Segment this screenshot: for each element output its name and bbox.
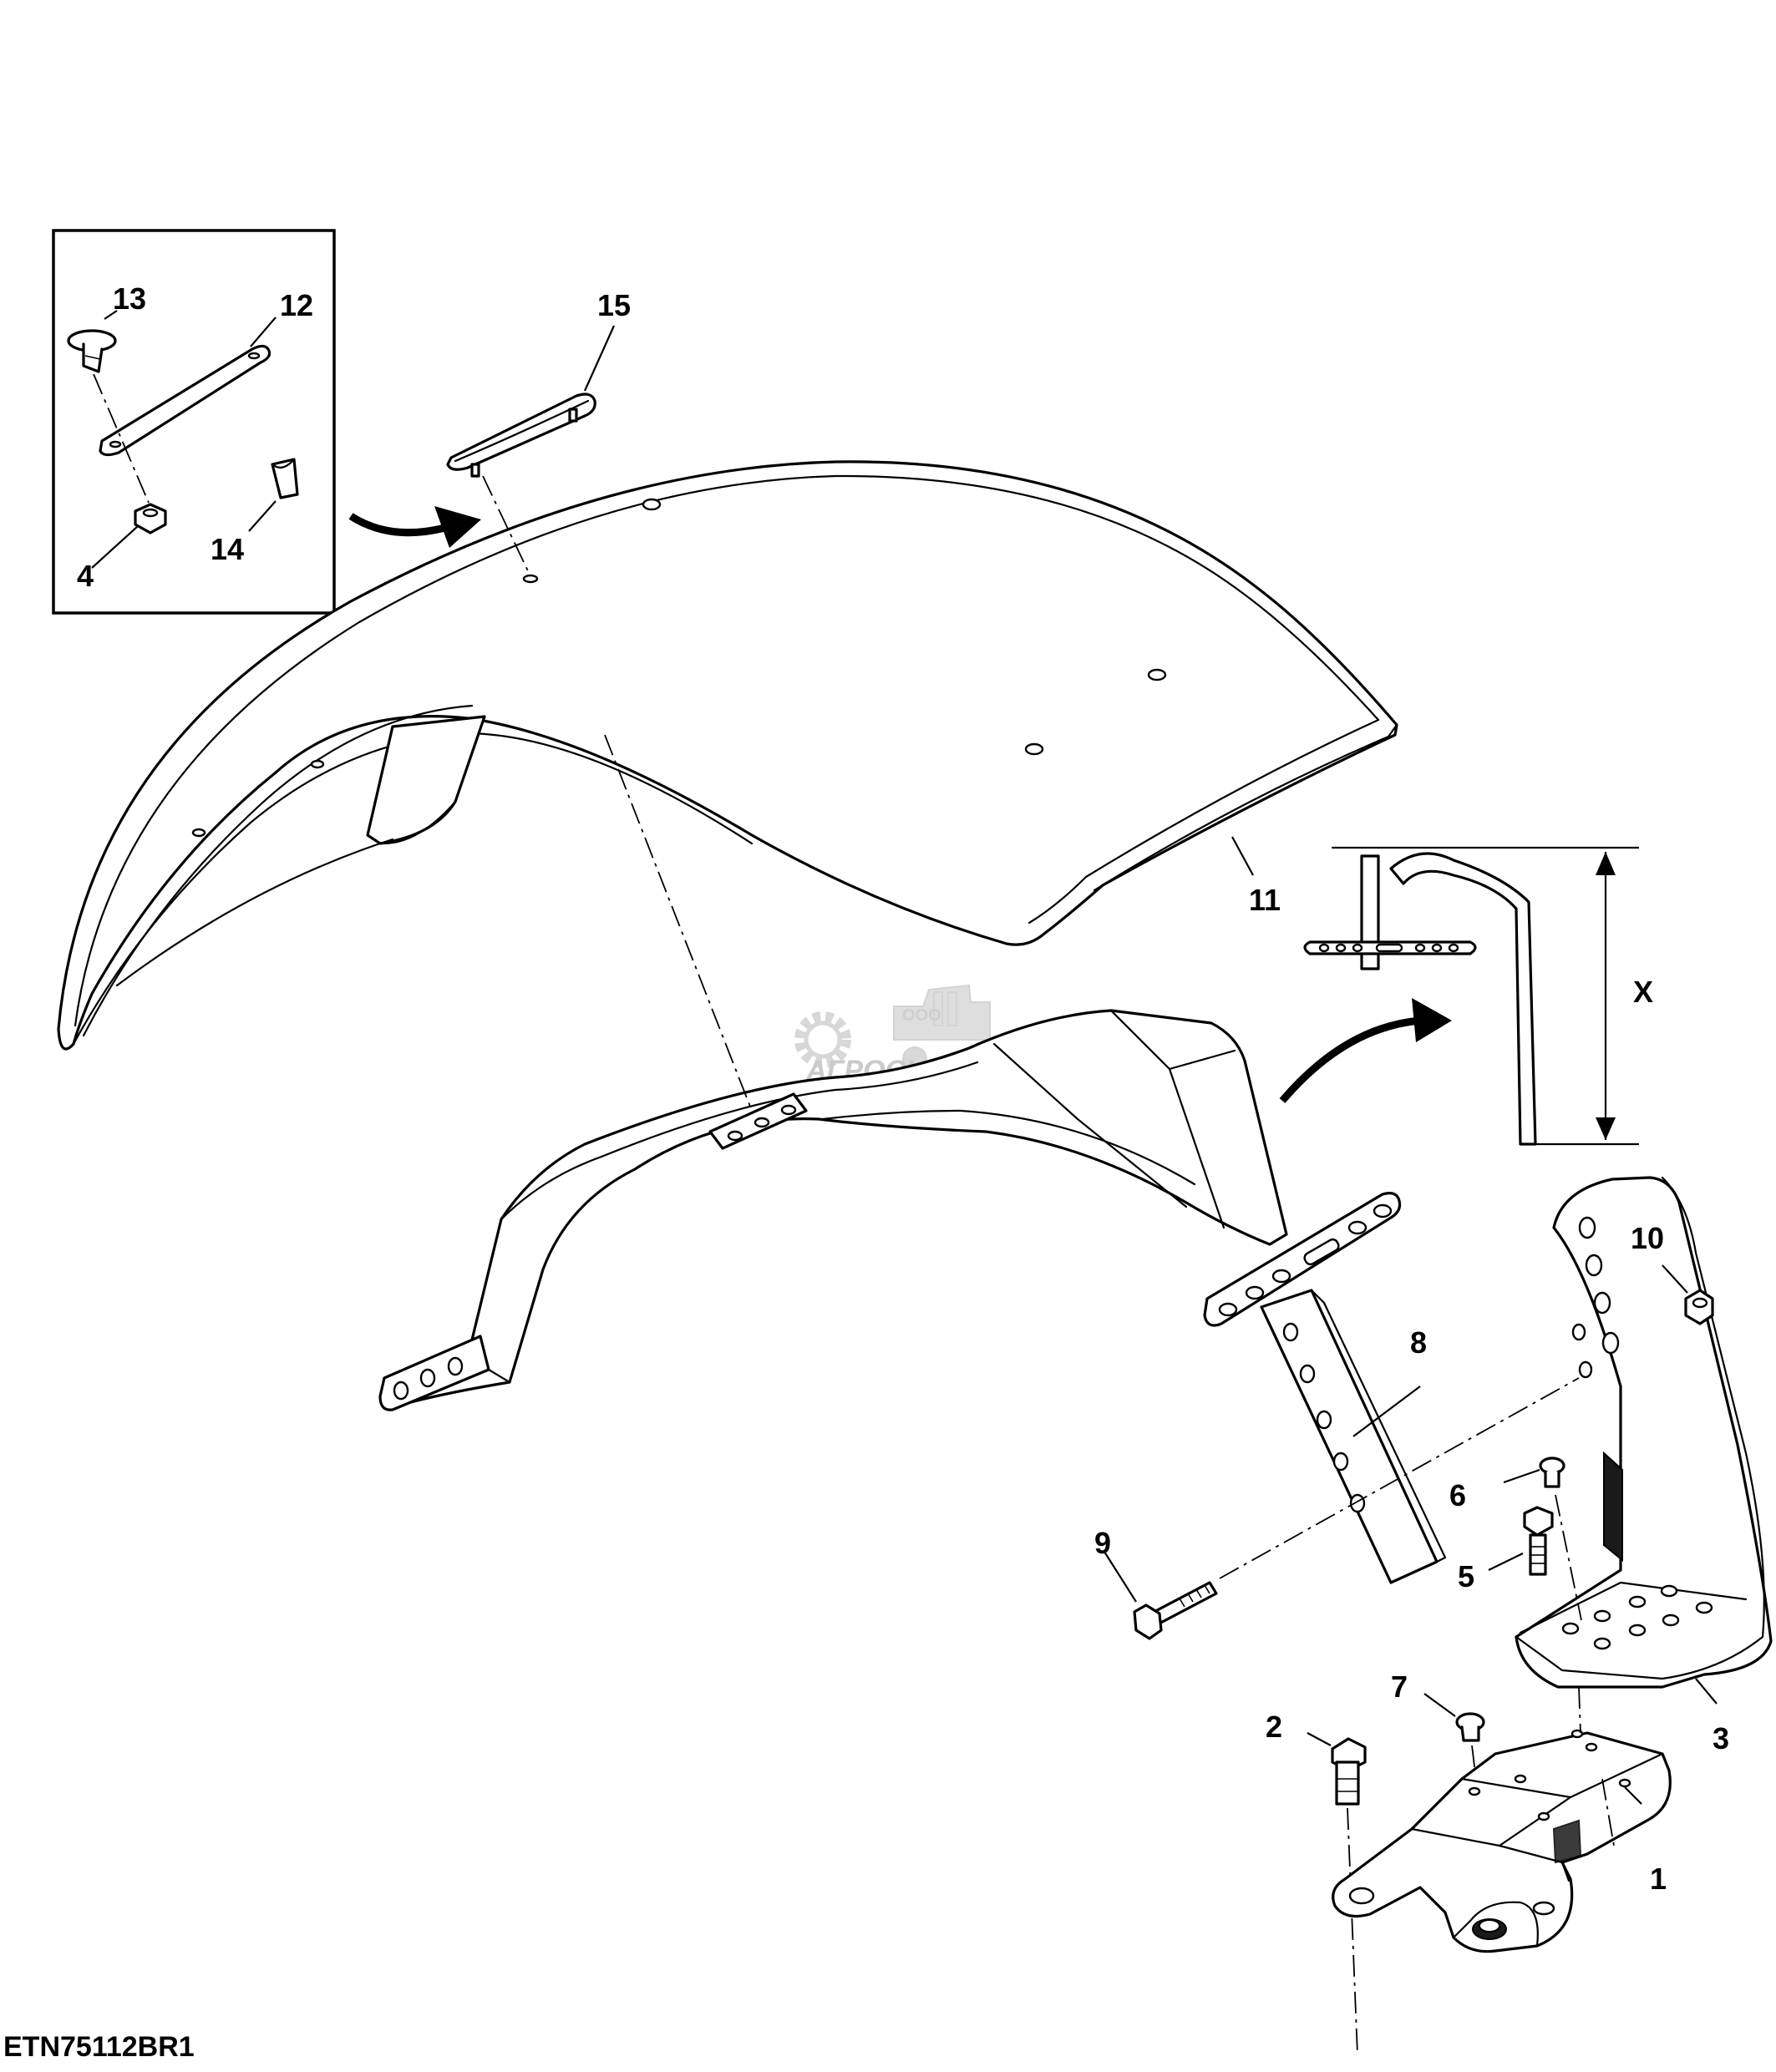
bolt-9 — [1104, 1377, 1580, 1640]
callout-4: 4 — [77, 559, 94, 593]
callout-12: 12 — [280, 288, 313, 322]
callout-1: 1 — [1650, 1862, 1667, 1896]
leader-15 — [583, 325, 616, 392]
inset-to-fender-arrow — [348, 506, 481, 548]
detail-view-arrow — [1279, 998, 1452, 1103]
flange-nut-4 — [134, 503, 167, 534]
upright-8 — [1260, 1289, 1447, 1584]
callout-7: 7 — [1391, 1669, 1408, 1704]
plug-7 — [1423, 1693, 1485, 1788]
step-3 — [1515, 1176, 1773, 1705]
callout-5: 5 — [1458, 1559, 1474, 1593]
insert-14 — [271, 458, 299, 499]
callout-14: 14 — [211, 532, 244, 566]
fender-11 — [57, 460, 1398, 1051]
fender-hole — [310, 759, 325, 769]
figure-id: ETN75112BR1 — [3, 2031, 195, 2063]
callout-6: 6 — [1449, 1478, 1466, 1512]
leader-11 — [1231, 836, 1254, 876]
fender-bracket — [378, 734, 1402, 1411]
gear-icon — [794, 1011, 851, 1068]
bolt-5 — [1488, 1506, 1554, 1576]
callout-15: 15 — [597, 288, 631, 322]
callout-8: 8 — [1410, 1325, 1427, 1360]
fender-hole — [191, 828, 206, 838]
callout-2: 2 — [1266, 1710, 1282, 1744]
carriage-bolt-13 — [67, 329, 117, 373]
fender-hole — [1147, 668, 1167, 681]
bolt-2 — [1307, 1732, 1367, 2055]
callout-labels: 1 2 3 4 5 6 7 8 9 10 11 12 13 14 15 — [77, 281, 1729, 1896]
mount-base-1 — [1332, 1686, 1672, 1953]
plug-6 — [1503, 1456, 1582, 1621]
watermark-company-form: ООО — [902, 1006, 941, 1025]
fender-hole — [1024, 742, 1044, 756]
strap-plate-12 — [99, 344, 271, 457]
callout-3: 3 — [1713, 1721, 1729, 1755]
plate-15 — [446, 393, 596, 577]
callout-13: 13 — [113, 281, 146, 316]
callout-11: 11 — [1249, 883, 1281, 917]
fender-hole — [522, 574, 539, 584]
fender-hole — [642, 498, 662, 511]
dimension-x-label: X — [1633, 975, 1653, 1009]
dimension-detail: X — [1303, 846, 1653, 1146]
inset-detail-box — [52, 229, 336, 615]
callout-9: 9 — [1094, 1526, 1111, 1560]
flange-nut-10 — [1662, 1264, 1714, 1325]
callout-10: 10 — [1631, 1221, 1664, 1255]
